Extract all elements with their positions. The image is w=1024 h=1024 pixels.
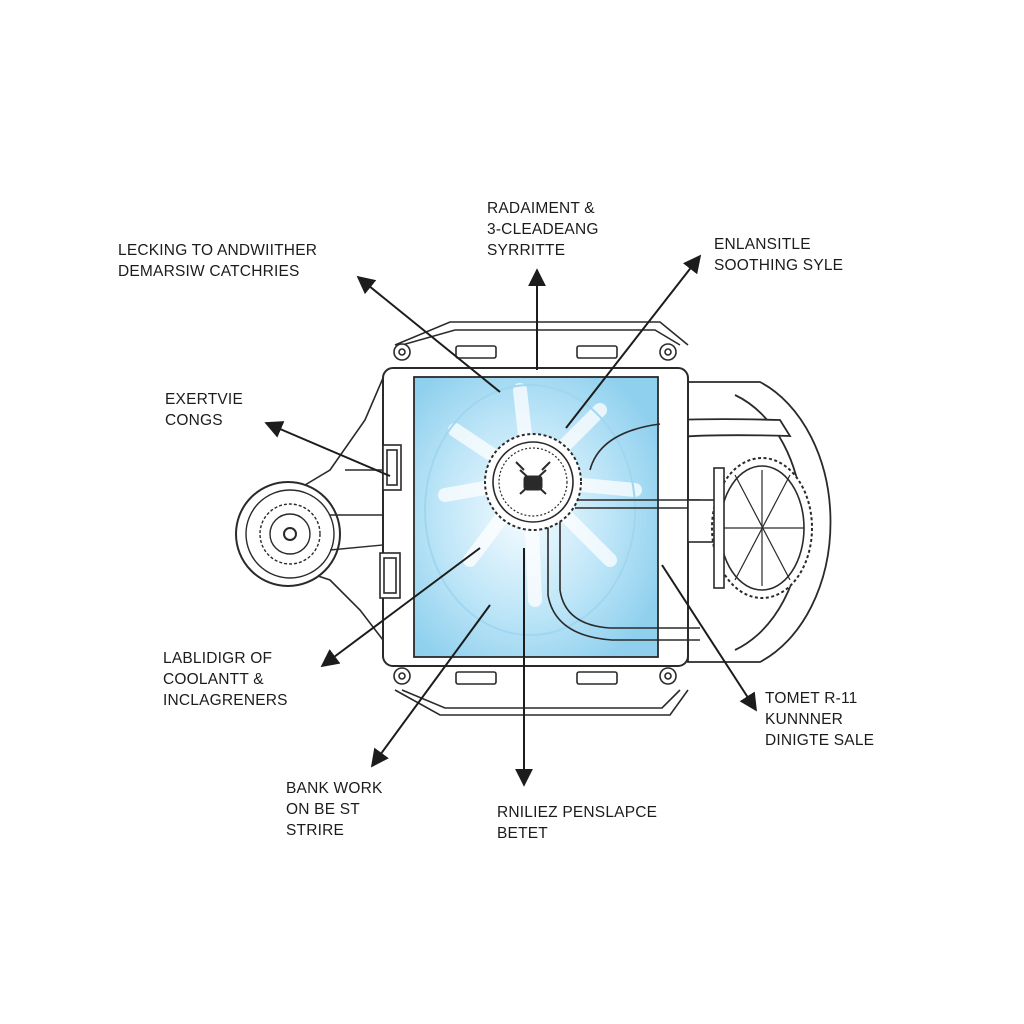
callout-line: KUNNNER [765, 711, 844, 728]
arrow-lower-left [320, 547, 481, 668]
callout-line: CONGS [165, 412, 223, 429]
coolant-pipes [547, 423, 700, 641]
callout-line: LECKING TO ANDWIITHER [118, 242, 318, 259]
callout-line: 3-CLEADEANG [487, 221, 599, 238]
arrow-top-left [356, 275, 501, 393]
callout-bottom-right: TOMET R-11 KUNNNER DINIGTE SALE [765, 688, 874, 751]
callout-line: INCLAGRENERS [163, 692, 288, 709]
arrow-mid-left [264, 421, 391, 477]
callout-line: BANK WORK [286, 780, 383, 797]
callout-line: DINIGTE SALE [765, 732, 875, 749]
callout-line: DEMARSIW CATCHRIES [118, 263, 300, 280]
callout-line: RNILIEZ PENSLAPCE [497, 804, 658, 821]
mounting-tabs [393, 343, 677, 685]
right-gear [711, 457, 813, 599]
callout-line: ON BE ST [286, 801, 360, 818]
callout-top-right: ENLANSITLE SOOTHING SYLE [714, 234, 843, 276]
callout-mid-left: EXERTVIE CONGS [165, 389, 243, 431]
left-pulley [235, 481, 384, 587]
callout-line: COOLANTT & [163, 671, 264, 688]
arrow-bottom-left [370, 604, 491, 768]
callout-top-left: LECKING TO ANDWIITHER DEMARSIW CATCHRIES [118, 240, 317, 282]
arrow-top-right [565, 254, 702, 429]
callout-lower-left: LABLIDIGR OF COOLANTT & INCLAGRENERS [163, 648, 288, 711]
callout-bottom-left: BANK WORK ON BE ST STRIRE [286, 778, 383, 841]
callout-line: LABLIDIGR OF [163, 650, 273, 667]
callout-line: SYRRITTE [487, 242, 566, 259]
central-gear [484, 433, 582, 531]
callout-line: STRIRE [286, 822, 345, 839]
callout-bottom-center: RNILIEZ PENSLAPCE BETET [497, 802, 657, 844]
callout-line: SOOTHING SYLE [714, 257, 844, 274]
callout-line: BETET [497, 825, 548, 842]
callout-line: EXERTVIE [165, 391, 243, 408]
callout-line: RADAIMENT & [487, 200, 595, 217]
callout-line: ENLANSITLE [714, 236, 811, 253]
callout-arrows [264, 254, 757, 787]
callout-top-center: RADAIMENT & 3-CLEADEANG SYRRITTE [487, 198, 599, 261]
arrow-bottom-right [661, 564, 757, 712]
callout-line: TOMET R-11 [765, 690, 858, 707]
